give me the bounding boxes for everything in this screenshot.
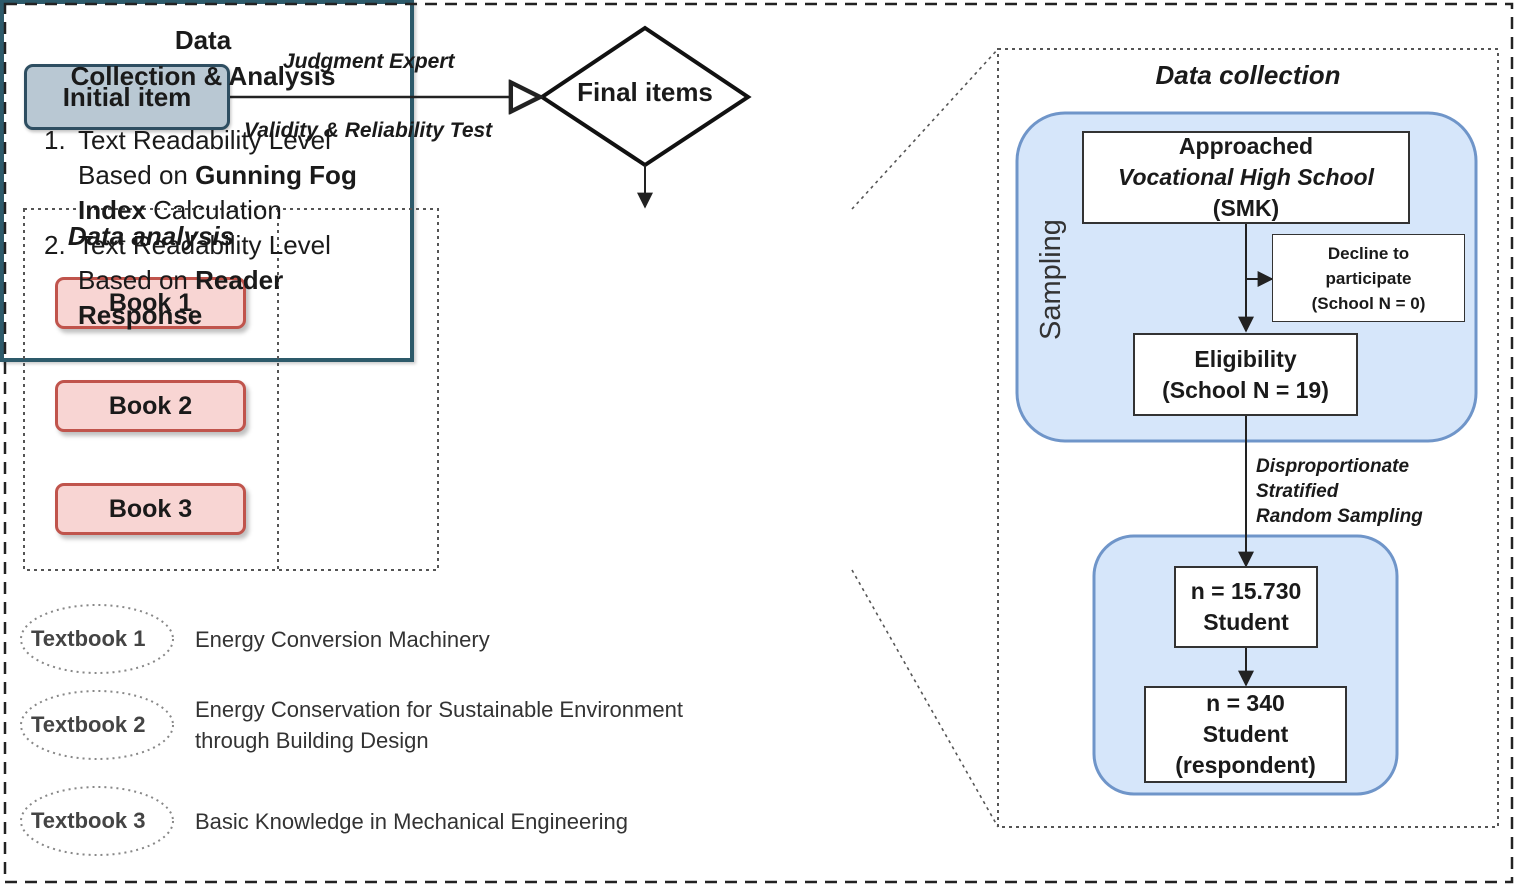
eligibility-line1: Eligibility [1194,345,1297,372]
center-title-line1: Data [174,25,232,55]
validity-test-label: Validity & Reliability Test [244,119,493,142]
approached-line3: (SMK) [1212,195,1280,221]
population-line2: Student [1203,609,1289,635]
respondent-line2: Student [1202,721,1289,747]
method-line3: Random Sampling [1256,506,1423,527]
approached-line2: Vocational High School [1118,164,1374,190]
center-item1-index: Index [78,195,146,225]
book-3-box: Book 3 [55,483,246,535]
initial-item-label: Initial item [62,81,192,112]
data-collection-frame [997,48,1499,828]
center-item1: Text Readability Level Based on Gunning … [78,123,408,228]
eligibility-line2: (School N = 19) [1162,376,1329,403]
respondent-line3: (respondent) [1175,752,1316,778]
population-line1: n = 15.730 [1190,578,1302,604]
textbook-3-ellipse [20,786,174,856]
data-analysis-title: Data analysis [67,221,235,251]
center-item2-line2-plain: Based on [78,265,196,295]
center-item1-number: 1. [44,125,66,155]
textbook-1-desc-line1: Energy Conversion Machinery [195,627,490,652]
center-title-line2: Collection & Analysis [70,61,336,91]
center-item1-line1: Text Readability Level [78,125,331,155]
book-1-label: Book 1 [108,288,193,317]
respondent-box: n = 340 Student (respondent) [1144,686,1347,783]
center-item2: Text Readability Level Based on Reader R… [78,228,408,333]
method-line1: Disproportionate [1256,456,1410,477]
initial-item-box: Initial item [24,64,230,130]
final-items-label: Final items [577,77,713,107]
book-2-box: Book 2 [55,380,246,432]
center-item2-line1: Text Readability Level [78,230,331,260]
book-1-box: Book 1 [55,277,246,329]
textbook-2-desc-line1: Energy Conservation for Sustainable Envi… [195,697,683,722]
zoom-line-top [851,48,999,210]
decline-line1: Decline to [1327,243,1410,263]
center-item2-reader: Reader [195,265,284,295]
data-analysis-frame [23,208,439,571]
center-item1-line2-plain: Based on [78,160,196,190]
decline-line3: (School N = 0) [1311,293,1426,313]
population-box: n = 15.730 Student [1174,566,1318,648]
decline-box: Decline to participate (School N = 0) [1272,234,1465,322]
approached-school-box: Approached Vocational High School (SMK) [1082,131,1410,224]
decline-line2: participate [1325,268,1412,288]
respondent-line1: n = 340 [1206,690,1285,716]
method-line2: Stratified [1256,481,1339,502]
textbook-3-desc-line1: Basic Knowledge in Mechanical Engineerin… [195,809,628,834]
center-item1-line2: Based on Gunning Fog [78,158,408,193]
center-item2-line2: Based on Reader [78,263,408,298]
textbook-3-desc: Basic Knowledge in Mechanical Engineerin… [195,806,628,837]
zoom-line-bottom [851,569,999,828]
textbook-2-name: Textbook 2 [31,712,146,737]
center-item2-response: Response [78,300,203,330]
textbook-2-desc-line2: through Building Design [195,728,429,753]
textbook-1-name: Textbook 1 [31,626,146,651]
textbook-1-ellipse [20,604,174,674]
center-item2-number: 2. [44,230,66,260]
center-item1-line3: Index Calculation [78,193,408,228]
data-collection-title: Data collection [1155,60,1341,90]
center-item1-calculation: Calculation [145,195,282,225]
judgment-expert-label: Judgment Expert [283,50,455,73]
eligibility-box: Eligibility (School N = 19) [1133,333,1358,416]
approached-line1: Approached [1178,133,1314,159]
center-item1-gunning-fog: Gunning Fog [195,160,357,190]
textbook-2-ellipse [20,690,174,760]
book-3-label: Book 3 [108,494,193,523]
sampling-label: Sampling [1035,219,1067,340]
textbook-3-name: Textbook 3 [31,808,146,833]
book-2-label: Book 2 [108,391,193,420]
textbook-2-desc: Energy Conservation for Sustainable Envi… [195,694,683,756]
textbook-1-desc: Energy Conversion Machinery [195,624,490,655]
outer-frame [3,2,1514,884]
sampling-method-label: Disproportionate Stratified Random Sampl… [1256,454,1423,529]
